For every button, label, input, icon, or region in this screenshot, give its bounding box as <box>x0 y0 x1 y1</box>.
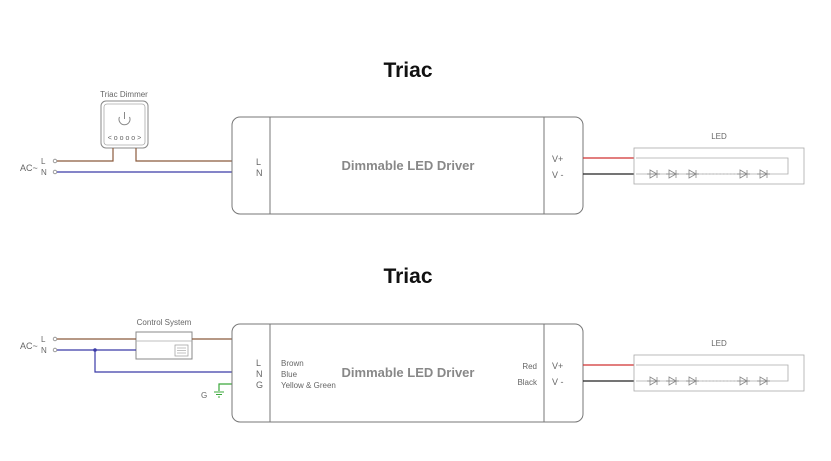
bottom-ground-wire <box>218 383 232 391</box>
wire-brown-label: Brown <box>281 359 304 368</box>
triac-dimmer: Triac Dimmer < o o o o > <box>100 90 149 149</box>
ground-icon <box>214 391 224 398</box>
top-input-l: L <box>41 157 46 166</box>
triac-dimmer-inner <box>103 103 146 146</box>
bottom-led-strip: LED <box>633 339 805 392</box>
top-live-wire-out <box>135 148 232 162</box>
bottom-terminal-l <box>52 336 58 342</box>
ground-label: G <box>201 391 207 400</box>
bottom-ac-label: AC~ <box>20 341 38 351</box>
top-out-vplus: V+ <box>552 154 563 164</box>
bottom-input-n: N <box>41 346 47 355</box>
control-system: Control System <box>135 318 193 360</box>
bottom-input-l: L <box>41 335 46 344</box>
bottom-title: Triac <box>383 265 432 288</box>
control-system-box <box>135 331 193 360</box>
top-diagram: Triac Triac Dimmer < o o o o > AC~ L N <box>20 59 805 215</box>
bottom-terminal-n <box>52 347 58 353</box>
bottom-driver-box <box>231 323 584 423</box>
wire-blue-label: Blue <box>281 370 298 379</box>
top-ac-label: AC~ <box>20 163 38 173</box>
control-module-icon <box>174 344 189 357</box>
bottom-driver-g: G <box>256 380 263 390</box>
bottom-neutral-wire-driver <box>94 350 232 373</box>
top-terminal-n <box>52 169 58 175</box>
bottom-out-vminus: V - <box>552 377 564 387</box>
top-led-label: LED <box>711 132 727 141</box>
wire-black-label: Black <box>517 378 538 387</box>
top-input-n: N <box>41 168 47 177</box>
top-driver-l: L <box>256 157 261 167</box>
power-icon <box>118 112 131 126</box>
bottom-driver-label: Dimmable LED Driver <box>342 365 475 380</box>
control-system-label: Control System <box>137 318 192 327</box>
bottom-diagram: Triac Control System AC~ L N <box>20 265 805 423</box>
bottom-led-label: LED <box>711 339 727 348</box>
triac-dimmer-label: Triac Dimmer <box>100 90 148 99</box>
bottom-driver-n: N <box>256 369 263 379</box>
top-out-vminus: V - <box>552 170 564 180</box>
top-title: Triac <box>383 59 432 82</box>
wire-red-label: Red <box>522 362 537 371</box>
top-live-wire <box>57 148 114 162</box>
bottom-out-vplus: V+ <box>552 361 563 371</box>
top-driver: L N Dimmable LED Driver V+ V - <box>231 116 584 215</box>
wire-yellow-green-label: Yellow & Green <box>281 381 336 390</box>
bottom-driver-l: L <box>256 358 261 368</box>
bottom-driver: L N G Brown Blue Yellow & Green Dimmable… <box>231 323 584 423</box>
dimmer-scale: < o o o o > <box>108 135 141 142</box>
top-driver-box <box>231 116 584 215</box>
top-led-strip: LED <box>633 132 805 185</box>
top-driver-label: Dimmable LED Driver <box>342 158 475 173</box>
top-driver-n: N <box>256 168 263 178</box>
top-terminal-l <box>52 158 58 164</box>
